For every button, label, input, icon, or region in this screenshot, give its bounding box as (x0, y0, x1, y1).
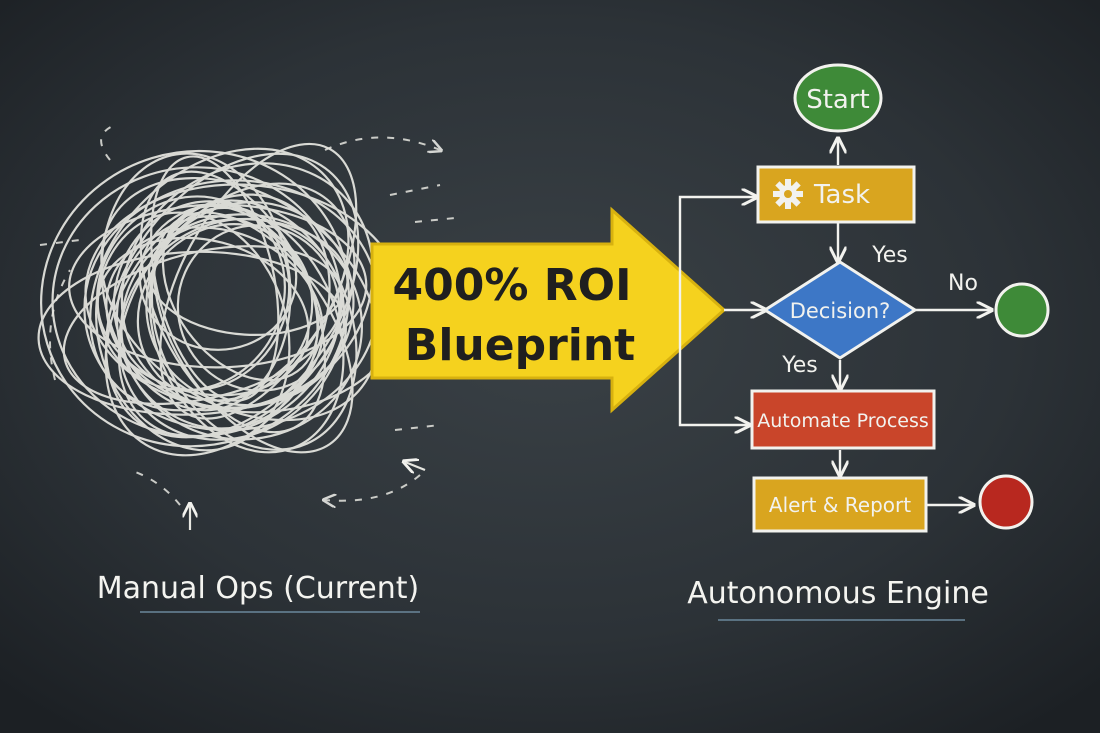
connector-branch-to-task (678, 197, 755, 310)
alert-report-node-label: Alert & Report (769, 493, 911, 517)
decision-node-label: Decision? (790, 299, 891, 323)
start-node-label: Start (806, 85, 870, 115)
edge-label-yes-bottom: Yes (781, 353, 818, 378)
caption-autonomous-engine: Autonomous Engine (687, 576, 989, 611)
scribble-loop (104, 193, 331, 457)
motion-arrow-lower-right (394, 424, 441, 431)
edge-label-no: No (948, 271, 978, 296)
connector-branch-to-automate (678, 310, 748, 425)
scribble-loop (150, 155, 280, 402)
scribble-loop (147, 217, 349, 336)
banner-title-line1: 400% ROI (393, 260, 632, 311)
start-node-shape (793, 63, 883, 133)
alert-report-node: Alert & Report (752, 476, 928, 533)
banner-arrow-shape (370, 206, 727, 414)
scribble-loop (176, 224, 341, 392)
motion-arrows (39, 124, 456, 506)
motion-arrow-left-b (39, 239, 81, 246)
decision-node: Decision? (762, 260, 918, 360)
edge-label-yes-top: Yes (871, 243, 908, 268)
task-node: Task (756, 165, 916, 224)
task-node-label: Task (813, 180, 870, 210)
end-success-circle (994, 282, 1050, 338)
motion-arrow-in-right (405, 462, 426, 470)
motion-arrow-upper-left (100, 124, 116, 161)
motion-arrow-bottom-left (129, 469, 181, 506)
end-error-circle (978, 474, 1034, 530)
flowchart-connectors (678, 140, 990, 505)
caption-manual-ops: Manual Ops (Current) (97, 571, 419, 606)
automate-process-node: Automate Process (750, 389, 936, 450)
banner-title-line2: Blueprint (405, 320, 635, 371)
motion-arrow-left-a (49, 269, 71, 381)
gear-icon (773, 179, 803, 209)
motion-arrow-mid-right (414, 217, 456, 223)
automate-process-node-shape (750, 389, 936, 450)
scribble-loop (89, 147, 350, 412)
scribble-loop (104, 152, 360, 439)
scribble-loop (96, 195, 286, 392)
scribble-loop (37, 250, 347, 416)
scribble-loop (120, 213, 363, 441)
automate-process-node-label: Automate Process (757, 410, 929, 432)
decision-node-shape (762, 260, 918, 360)
start-node: Start (793, 63, 883, 133)
alert-report-node-shape (752, 476, 928, 533)
roi-banner-arrow: 400% ROI Blueprint (370, 206, 727, 414)
